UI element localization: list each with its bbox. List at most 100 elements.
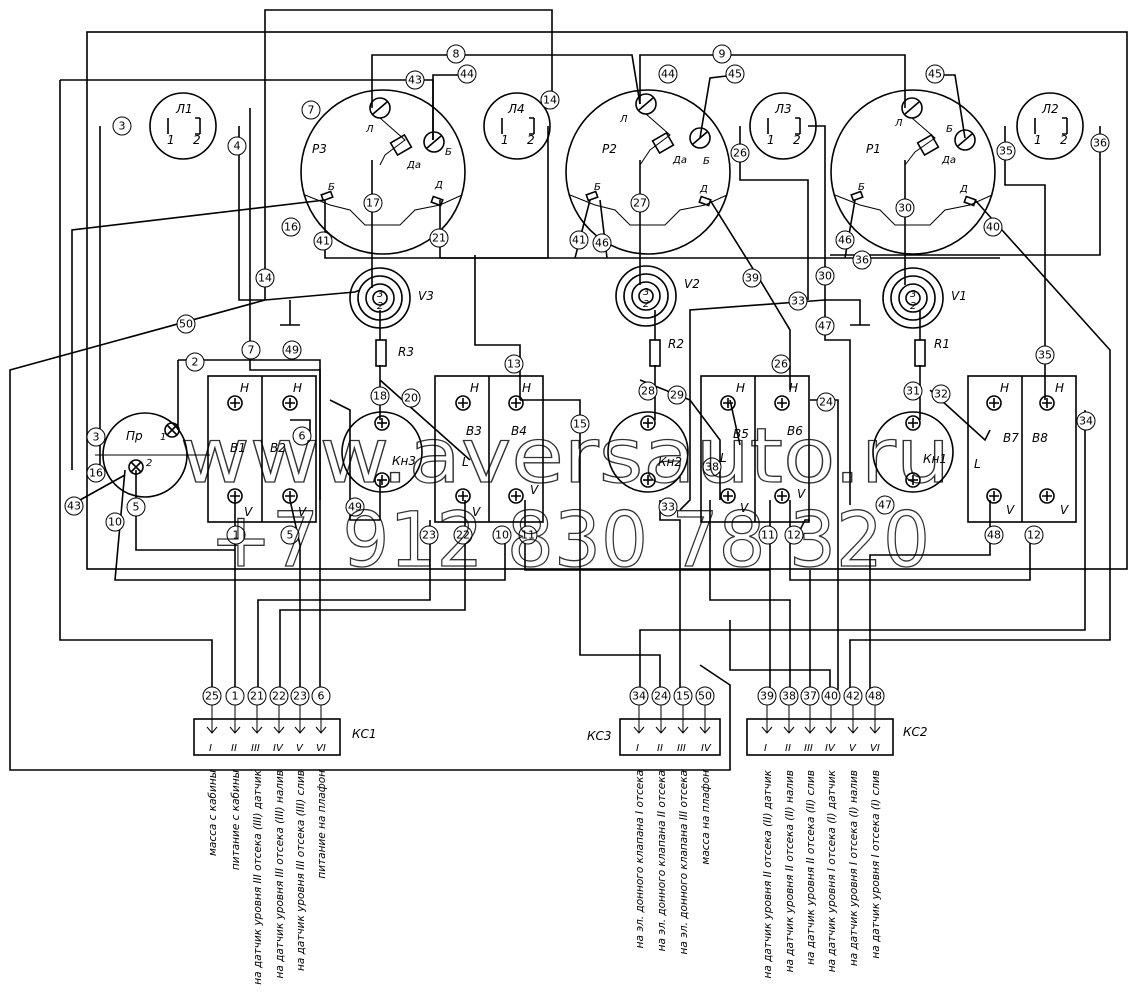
button-kn1: Кн1 bbox=[872, 411, 954, 493]
svg-text:IV: IV bbox=[825, 743, 836, 754]
wire-number: 7 bbox=[241, 340, 261, 360]
wire-number: 12 bbox=[784, 525, 804, 545]
svg-text:42: 42 bbox=[846, 690, 860, 703]
wire-number: 9 bbox=[712, 44, 732, 64]
switch-v: V bbox=[530, 483, 539, 497]
wire-number: 35 bbox=[996, 141, 1016, 161]
coil-pin: 2 bbox=[643, 299, 649, 310]
resistor-name: R2 bbox=[668, 337, 684, 351]
resistor-r1 bbox=[914, 339, 926, 367]
svg-text:33: 33 bbox=[791, 295, 805, 308]
svg-text:II: II bbox=[785, 743, 791, 754]
switch-h: Н bbox=[293, 381, 302, 395]
connector-label: питание с кабины bbox=[230, 770, 242, 870]
relay-term-l: Л bbox=[619, 114, 628, 125]
connector-name: КС2 bbox=[903, 725, 928, 739]
switch-v: V bbox=[298, 505, 307, 519]
connector-label: на эл. донного клапана II отсека bbox=[656, 770, 668, 951]
connector-label: масса с кабины bbox=[207, 770, 219, 856]
lamp-l2: Л2 1 2 bbox=[1016, 92, 1084, 160]
svg-text:2: 2 bbox=[192, 356, 199, 369]
relay-term-da: Да bbox=[672, 155, 687, 166]
svg-text:26: 26 bbox=[733, 147, 747, 160]
button-kn2: Кн2 bbox=[607, 411, 689, 493]
svg-text:13: 13 bbox=[507, 358, 521, 371]
switch-v: V bbox=[472, 505, 481, 519]
watermark-phone: +7 912 830 78 320 bbox=[210, 495, 930, 584]
relay-term-l: Л bbox=[894, 118, 903, 129]
push-buttons: Кн3 Кн2 Кн1 bbox=[341, 411, 954, 493]
svg-text:46: 46 bbox=[838, 234, 852, 247]
svg-text:5: 5 bbox=[133, 501, 140, 514]
svg-text:36: 36 bbox=[1093, 137, 1107, 150]
lamp-pin: 2 bbox=[1060, 133, 1068, 147]
svg-text:36: 36 bbox=[855, 254, 869, 267]
svg-text:16: 16 bbox=[89, 467, 103, 480]
svg-text:IV: IV bbox=[273, 743, 284, 754]
wire-number: 29 bbox=[667, 385, 687, 405]
switch-l: L bbox=[462, 455, 469, 469]
switch-v: V bbox=[740, 501, 749, 515]
svg-text:III: III bbox=[677, 743, 686, 754]
watermark-site: www.aversauto.ru bbox=[180, 411, 950, 500]
wire-number: 39 bbox=[742, 268, 762, 288]
wire-number: 11 bbox=[758, 525, 778, 545]
relay-name: Р3 bbox=[312, 142, 327, 156]
svg-text:35: 35 bbox=[1038, 349, 1052, 362]
connectors: КС1 25 1 21 22 23 6 I II III IV V VI мас… bbox=[193, 686, 928, 985]
wire-number: 32 bbox=[931, 384, 951, 404]
connector-labels: на эл. донного клапана I отсека на эл. д… bbox=[634, 770, 712, 955]
switch-v: V bbox=[1060, 503, 1069, 517]
connector-label: на датчик уровня II отсека (II) налив bbox=[784, 770, 796, 972]
wire-number: 45 bbox=[725, 64, 745, 84]
relay-term-d: Д bbox=[959, 184, 968, 195]
svg-text:VI: VI bbox=[870, 743, 880, 754]
lamp-pin: 1 bbox=[167, 133, 175, 147]
svg-text:50: 50 bbox=[179, 318, 193, 331]
wire-number: 2 bbox=[185, 352, 205, 372]
wire-number: 23 bbox=[419, 525, 439, 545]
connector-kc1: КС1 25 1 21 22 23 6 I II III IV V VI мас… bbox=[193, 686, 377, 985]
svg-text:15: 15 bbox=[676, 690, 690, 703]
relay-term-d: Д bbox=[434, 180, 443, 191]
wire-number: 45 bbox=[925, 64, 945, 84]
lamp-name: Л2 bbox=[1041, 102, 1059, 116]
lamp-pin: 1 bbox=[501, 133, 509, 147]
resistor-r2 bbox=[649, 339, 661, 367]
connector-label: питание на плафон bbox=[316, 770, 328, 879]
wire-number: 41 bbox=[313, 231, 333, 251]
svg-text:1: 1 bbox=[232, 690, 239, 703]
svg-text:34: 34 bbox=[1079, 415, 1093, 428]
switch-block-1: Н Н В1 В2 V V bbox=[207, 375, 317, 523]
coil-name: V3 bbox=[418, 289, 434, 303]
svg-text:12: 12 bbox=[1027, 529, 1041, 542]
switch-v: V bbox=[1006, 503, 1015, 517]
wire-number: 10 bbox=[105, 512, 125, 532]
frame-wire bbox=[86, 31, 1128, 570]
wire-number: 18 bbox=[370, 386, 390, 406]
svg-text:III: III bbox=[251, 743, 260, 754]
svg-text:20: 20 bbox=[404, 392, 418, 405]
lamp-l3: Л3 1 2 bbox=[749, 92, 817, 160]
coil-name: V2 bbox=[684, 277, 700, 291]
wire-number: 33 bbox=[658, 497, 678, 517]
svg-text:5: 5 bbox=[287, 529, 294, 542]
svg-text:31: 31 bbox=[906, 385, 920, 398]
coil-v2: 3 2 V2 bbox=[615, 265, 700, 327]
svg-text:14: 14 bbox=[543, 94, 557, 107]
switch-pin: 2 bbox=[146, 458, 152, 469]
svg-text:47: 47 bbox=[818, 320, 832, 333]
wire-number: 15 bbox=[570, 414, 590, 434]
svg-text:24: 24 bbox=[819, 396, 833, 409]
connector-label: на датчик уровня III отсека (III) слив bbox=[295, 770, 307, 971]
svg-text:I: I bbox=[764, 743, 767, 754]
svg-text:15: 15 bbox=[573, 418, 587, 431]
svg-text:47: 47 bbox=[878, 499, 892, 512]
wire-number: 3 bbox=[86, 427, 106, 447]
wire-number: 41 bbox=[569, 230, 589, 250]
connector-label: на датчик уровня I отсека (I) слив bbox=[870, 770, 882, 959]
connector-label: на датчик уровня III отсека (III) налив bbox=[274, 770, 286, 979]
svg-text:12: 12 bbox=[787, 529, 801, 542]
wire-number: 46 bbox=[835, 230, 855, 250]
svg-text:38: 38 bbox=[782, 690, 796, 703]
